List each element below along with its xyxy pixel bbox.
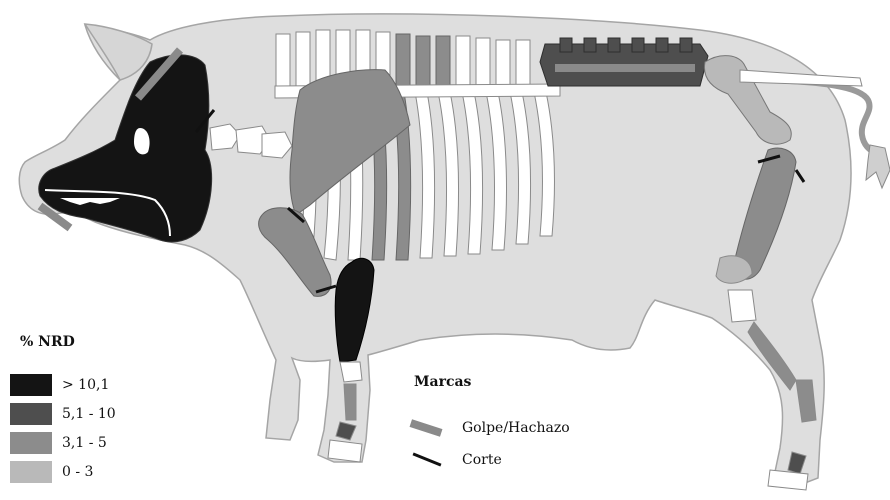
tail-tip	[866, 145, 890, 188]
legend-title: % NRD	[20, 334, 75, 350]
golpe-hachazo-icon	[410, 419, 443, 436]
legend-label: 5,1 - 10	[62, 406, 116, 422]
lumbar-vertebrae	[540, 38, 708, 86]
legend-swatch	[10, 432, 52, 454]
legend-swatch	[10, 374, 52, 396]
legend-item: > 10,1	[10, 374, 210, 400]
legend-item: 0 - 3	[10, 461, 210, 487]
legend-item: 3,1 - 5	[10, 432, 210, 458]
marks-legend-label: Golpe/Hachazo	[462, 420, 570, 436]
legend-label: > 10,1	[62, 377, 109, 393]
corte-icon	[413, 452, 442, 466]
legend-item: 5,1 - 10	[10, 403, 210, 429]
marks-legend-title: Marcas	[414, 374, 471, 390]
legend-label: 0 - 3	[62, 464, 93, 480]
marks-legend-label: Corte	[462, 452, 502, 468]
legend-swatch	[10, 403, 52, 425]
marks-legend-item: Corte	[410, 450, 610, 474]
marks-legend-item: Golpe/Hachazo	[410, 418, 610, 442]
legend-label: 3,1 - 5	[62, 435, 107, 451]
legend-swatch	[10, 461, 52, 483]
thoracic-spines-gray	[396, 34, 450, 86]
